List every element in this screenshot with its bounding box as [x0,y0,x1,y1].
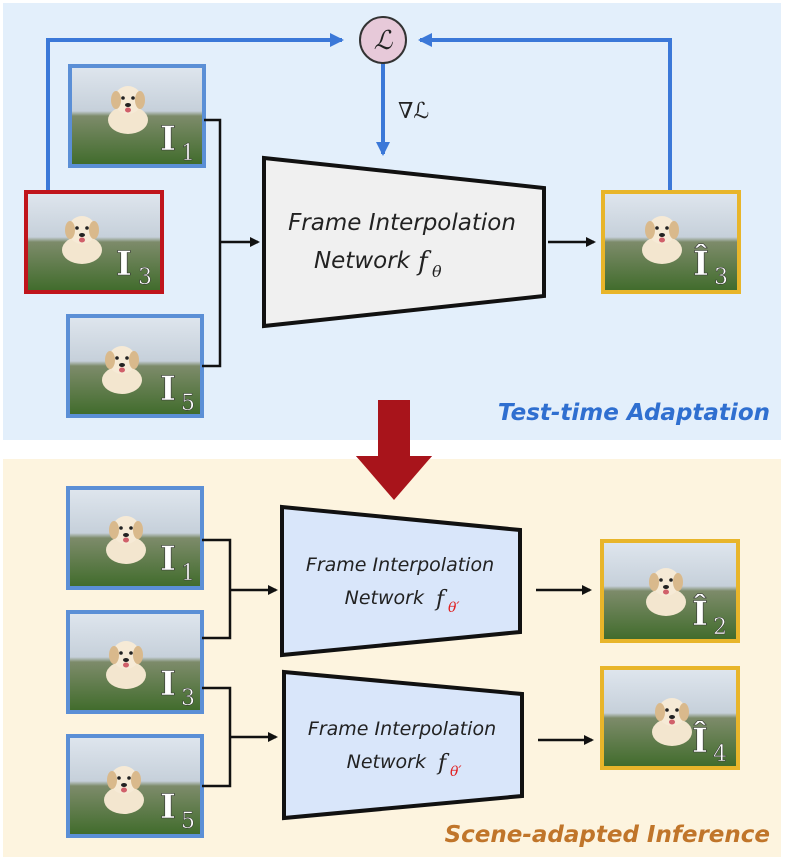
loss-symbol: ℒ [374,26,394,56]
frame-label-base: I [160,369,176,409]
top-frame-i1: I 1 [68,64,206,168]
frame-label-sub: 4 [713,742,727,767]
top-frame-i5: I 5 [66,314,204,418]
frame-label-sub: 3 [181,686,195,711]
bottom-network-block-1: Frame Interpolation Network f θ′ [280,504,522,658]
frame-label-base: I [160,787,176,827]
top-frame-i3-target: I 3 [24,190,164,294]
frame-label-base: Î [693,243,709,284]
bottom-input-brackets [202,538,278,788]
bottom-network-1-line2: Network [345,587,425,609]
top-frame-i3-hat: Î 3 [601,190,741,294]
frame-label-sub: 5 [181,809,195,834]
bottom-network-block-2: Frame Interpolation Network f θ′ [282,669,524,821]
gradient-label: ∇ℒ [398,99,429,124]
loss-node: ℒ [359,16,407,64]
bottom-frame-i4-hat: Î 4 [600,666,740,770]
bottom-network-2-line2: Network [347,751,427,773]
feedback-arrows [46,33,672,192]
bottom-network-2-param: θ′ [450,764,462,780]
frame-label-sub: 1 [181,561,195,586]
bottom-frame-i5: I 5 [66,734,204,838]
top-network-line2: Network [314,248,412,274]
frame-label-base: I [116,244,132,284]
bottom-network-1-line1: Frame Interpolation [306,554,494,576]
frame-label-base: I [160,539,176,579]
bottom-frame-i1: I 1 [66,486,204,590]
bottom-panel-title: Scene-adapted Inference [445,822,770,848]
bottom-frame-i3: I 3 [66,610,204,714]
frame-label-sub: 3 [138,265,152,290]
frame-label-base: Î [692,593,708,634]
transition-arrow-tip [356,440,432,500]
bottom-frame-i2-hat: Î 2 [600,539,740,643]
top-network-param: θ [432,262,442,281]
frame-label-base: I [160,119,176,159]
top-network-block: Frame Interpolation Network f θ [262,155,546,329]
frame-label-base: I [160,664,176,704]
frame-label-sub: 2 [713,615,727,640]
top-input-bracket [202,118,260,368]
top-panel-title: Test-time Adaptation [498,400,770,426]
frame-label-sub: 3 [714,265,728,290]
bottom-network-2-line1: Frame Interpolation [308,718,496,740]
top-network-line1: Frame Interpolation [288,210,516,236]
frame-label-sub: 1 [181,141,195,166]
frame-label-sub: 5 [181,391,195,416]
bottom-network-1-param: θ′ [448,600,460,616]
frame-label-base: Î [692,720,708,761]
